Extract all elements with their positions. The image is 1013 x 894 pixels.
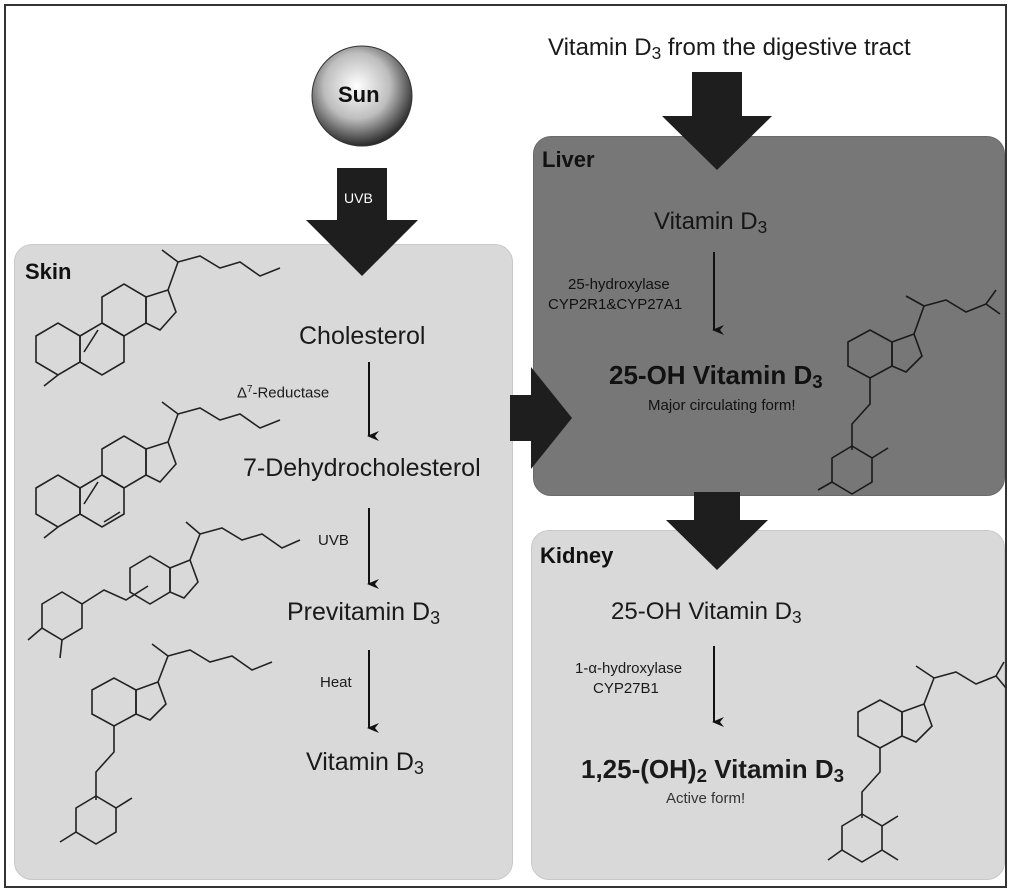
uvb-reaction-label: UVB <box>318 532 349 549</box>
kidney-panel: Kidney <box>531 530 1005 880</box>
liver-to-kidney-arrow-icon <box>666 492 768 570</box>
uvb-arrow-icon <box>306 168 418 276</box>
liver-vitamin-d3-label: Vitamin D3 <box>654 208 768 237</box>
dehydrocholesterol-molecule-icon <box>35 401 281 539</box>
liver-product-label: 25-OH Vitamin D3 <box>609 360 823 393</box>
kidney-enzyme-gene: CYP27B1 <box>593 680 659 697</box>
kidney-enzyme-name: 1-α-hydroxylase <box>575 660 683 677</box>
liver-product-note: Major circulating form! <box>648 397 796 414</box>
liver-enzyme-genes: CYP2R1&CYP27A1 <box>548 296 683 313</box>
calcidiol-molecule-icon <box>817 289 1001 495</box>
kidney-substrate-label: 25-OH Vitamin D3 <box>611 598 802 627</box>
skin-to-liver-arrow-icon <box>510 367 572 469</box>
calcitriol-molecule-icon <box>827 661 1007 863</box>
kidney-product-note: Active form! <box>666 790 746 807</box>
digestive-source-label: Vitamin D3 from the digestive tract <box>548 34 911 63</box>
skin-panel: Skin <box>14 244 513 880</box>
cholesterol-molecule-icon <box>35 249 281 387</box>
cholesterol-label: Cholesterol <box>299 322 426 350</box>
digestive-arrow-icon <box>662 72 772 170</box>
dehydrocholesterol-label: 7-Dehydrocholesterol <box>243 454 481 482</box>
sun-icon <box>311 45 413 147</box>
vitamin-d3-molecule-icon <box>59 643 273 845</box>
skin-vitamin-d3-label: Vitamin D3 <box>306 748 424 778</box>
liver-title: Liver <box>542 147 595 172</box>
liver-enzyme-name: 25-hydroxylase <box>568 276 670 293</box>
sun-label: Sun <box>338 82 380 107</box>
liver-panel: Liver <box>533 136 1005 496</box>
kidney-product-label: 1,25-(OH)2 Vitamin D3 <box>581 754 845 787</box>
previtamin-molecule-icon <box>27 521 301 659</box>
heat-label: Heat <box>320 674 352 691</box>
previtamin-label: Previtamin D3 <box>287 598 441 628</box>
skin-title: Skin <box>25 259 72 284</box>
reductase-label: Δ7-Reductase <box>237 384 330 402</box>
kidney-title: Kidney <box>540 543 614 568</box>
uvb-label: UVB <box>344 190 373 206</box>
